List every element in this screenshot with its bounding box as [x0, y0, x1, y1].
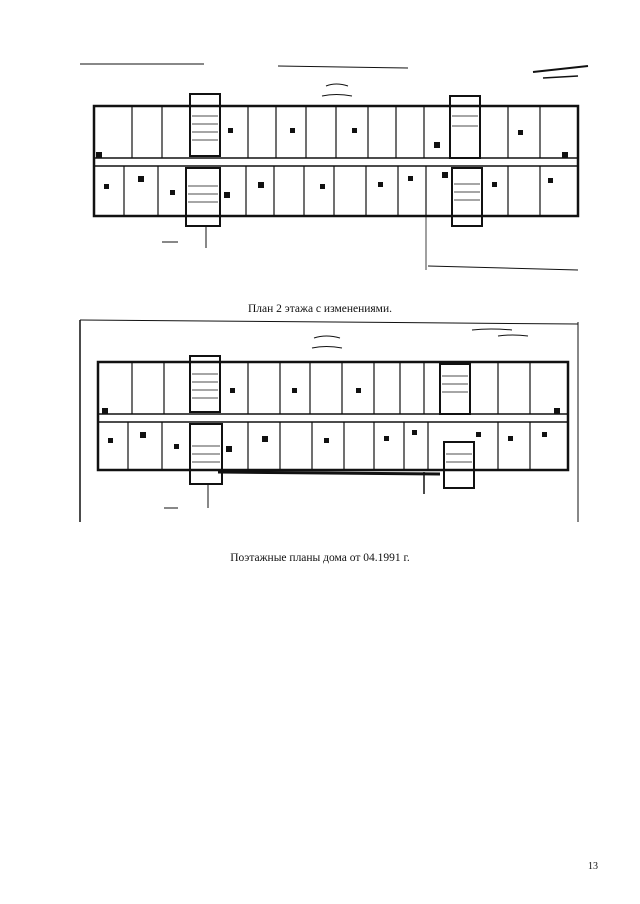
figure-caption-1: План 2 этажа с изменениями.: [248, 302, 392, 315]
figure-caption-2: Поэтажные планы дома от 04.1991 г.: [230, 551, 410, 564]
floor-plan-2nd-floor-image: [78, 56, 598, 284]
floor-plan-drawing-1: [80, 63, 589, 271]
page-number: 13: [588, 861, 598, 872]
floor-plans-1991-image: [78, 312, 598, 530]
floor-plan-drawing-2: [79, 319, 579, 522]
